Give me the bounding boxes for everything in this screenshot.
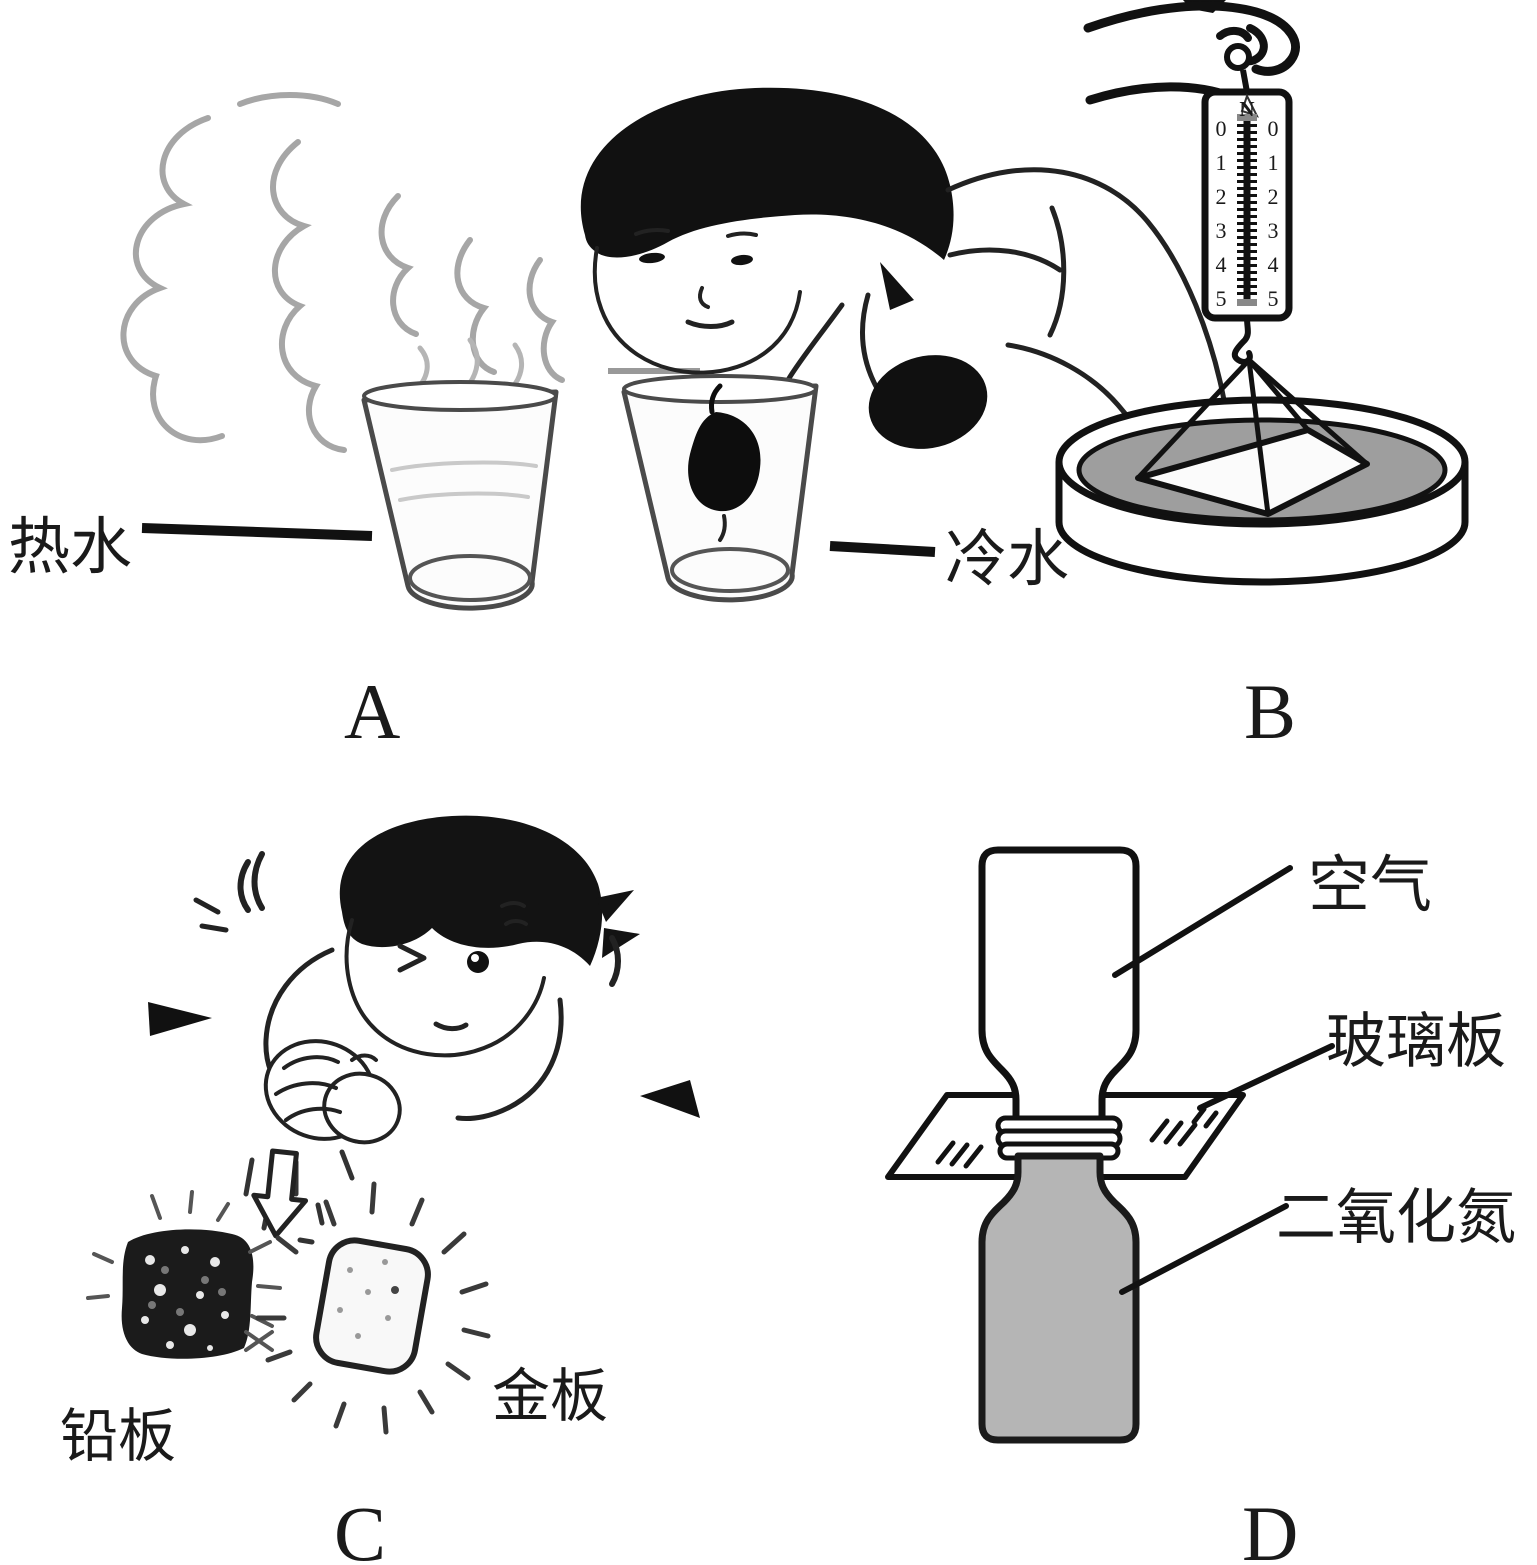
scale-tick: 0 — [1216, 116, 1227, 141]
panel-d-letter: D — [1242, 1490, 1298, 1565]
scale-unit-label: N — [1239, 97, 1254, 121]
scale-numbers-right: 0 1 2 3 4 5 — [1268, 116, 1279, 311]
lead-plate — [86, 1190, 282, 1359]
gold-plate — [255, 1181, 491, 1435]
scale-numbers-left: 0 1 2 3 4 5 — [1216, 116, 1227, 311]
scale-ring — [1224, 43, 1252, 71]
lead-plate-label: 铅板 — [60, 1404, 176, 1469]
air-label: 空气 — [1308, 852, 1432, 920]
steam-icon — [120, 92, 565, 453]
scale-tick: 4 — [1216, 252, 1227, 277]
scale-tick: 0 — [1268, 116, 1279, 141]
scale-tick: 3 — [1216, 218, 1227, 243]
glass-plate-label: 玻璃板 — [1326, 1009, 1506, 1075]
leader-line-cold — [829, 541, 936, 557]
scale-tick: 3 — [1268, 218, 1279, 243]
panel-a: 热水 冷水 A — [8, 87, 1448, 755]
scale-hook — [1231, 315, 1253, 365]
ink-drop-icon — [688, 412, 761, 512]
press-arrow-left-icon — [148, 1002, 212, 1036]
panel-c-letter: C — [334, 1490, 386, 1565]
hot-water-glass — [361, 380, 559, 611]
eye — [731, 254, 753, 266]
scale-tick: 5 — [1268, 286, 1279, 311]
scale-tick: 2 — [1268, 184, 1279, 209]
gold-plate-label: 金板 — [492, 1364, 608, 1429]
panel-d: 空气 玻璃板 二氧化氮 D — [885, 846, 1516, 1565]
press-arrow-right-icon — [640, 1080, 700, 1118]
scale-tick: 1 — [1268, 150, 1279, 175]
child-squeezing — [148, 815, 700, 1245]
no2-label: 二氧化氮 — [1276, 1185, 1516, 1251]
scale-pointer-flag — [1240, 93, 1259, 118]
eye — [639, 252, 665, 264]
spring-scale: N 0 1 2 3 4 5 0 1 2 3 4 5 — [1201, 43, 1293, 365]
no2-bottle — [978, 1152, 1140, 1444]
dark-object — [868, 355, 988, 449]
scale-tick: 4 — [1268, 252, 1279, 277]
panel-c: 铅板 金板 C — [60, 815, 700, 1565]
bottle-neck-rings — [995, 1115, 1123, 1161]
down-arrow-icon — [251, 1148, 309, 1239]
panel-b-letter: B — [1244, 668, 1296, 755]
scale-tick: 2 — [1216, 184, 1227, 209]
cold-water-glass — [621, 374, 819, 603]
air-bottle — [978, 846, 1140, 1128]
panel-a-letter: A — [344, 668, 400, 755]
hot-water-label: 热水 — [8, 514, 132, 582]
scale-tick: 5 — [1216, 286, 1227, 311]
shine-rays-icon — [255, 1181, 491, 1435]
leader-lines — [1112, 865, 1335, 1295]
panel-b: N 0 1 2 3 4 5 0 1 2 3 4 5 — [1055, 0, 1469, 755]
leader-line-hot — [141, 523, 373, 541]
glass-hatch-marks — [935, 1106, 1219, 1169]
scale-tick: 1 — [1216, 150, 1227, 175]
strings — [1136, 358, 1369, 515]
cold-water-label: 冷水 — [945, 526, 1069, 594]
